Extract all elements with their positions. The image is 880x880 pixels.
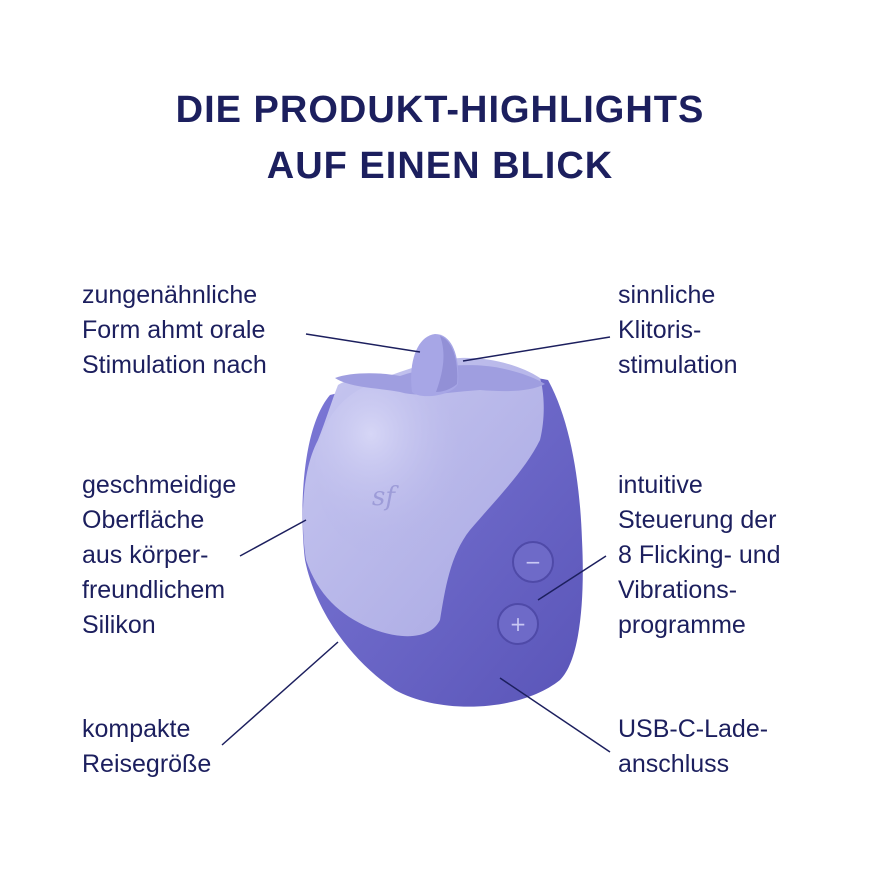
callout-line: Steuerung der bbox=[618, 506, 777, 534]
callout-tongue-shape: zungenähnliche Form ahmt orale Stimulati… bbox=[82, 278, 267, 383]
leader-line-surface bbox=[239, 519, 307, 557]
callout-surface: geschmeidige Oberfläche aus körper- freu… bbox=[82, 468, 236, 643]
minus-button[interactable]: − bbox=[512, 541, 554, 583]
callout-travel-size: kompakte Reisegröße bbox=[82, 712, 211, 782]
callout-line: stimulation bbox=[618, 351, 738, 379]
callout-line: Vibrations- bbox=[618, 576, 738, 604]
callout-line: Stimulation nach bbox=[82, 351, 267, 379]
plus-button[interactable]: + bbox=[497, 603, 539, 645]
callout-clitoral-stimulation: sinnliche Klitoris- stimulation bbox=[618, 278, 738, 383]
title-line-2: AUF EINEN BLICK bbox=[266, 145, 614, 187]
leader-line-tongue bbox=[305, 333, 421, 353]
callout-line: programme bbox=[618, 611, 746, 639]
callout-line: Form ahmt orale bbox=[82, 316, 266, 344]
leader-line-charging bbox=[499, 677, 611, 753]
callout-usb-charging: USB-C-Lade- anschluss bbox=[618, 712, 768, 782]
callout-line: kompakte bbox=[82, 715, 191, 743]
callout-line: Klitoris- bbox=[618, 316, 702, 344]
tongue-shade bbox=[436, 336, 458, 392]
leader-line-size bbox=[221, 641, 339, 746]
callout-line: zungenähnliche bbox=[82, 281, 258, 309]
callout-line: Silikon bbox=[82, 611, 156, 639]
callout-line: anschluss bbox=[618, 750, 730, 778]
callout-line: sinnliche bbox=[618, 281, 716, 309]
callout-line: 8 Flicking- und bbox=[618, 541, 781, 569]
leader-line-controls bbox=[537, 555, 607, 601]
leader-line-clitoral bbox=[462, 336, 611, 362]
callout-line: geschmeidige bbox=[82, 471, 237, 499]
callout-line: USB-C-Lade- bbox=[618, 715, 769, 743]
plus-symbol: + bbox=[510, 612, 527, 636]
title-line-1: DIE PRODUKT-HIGHLIGHTS bbox=[175, 89, 705, 131]
callout-line: freundlichem bbox=[82, 576, 226, 604]
callout-controls: intuitive Steuerung der 8 Flicking- und … bbox=[618, 468, 781, 643]
callout-line: Reisegröße bbox=[82, 750, 212, 778]
callout-line: aus körper- bbox=[82, 541, 209, 569]
callout-line: intuitive bbox=[618, 471, 703, 499]
minus-symbol: − bbox=[525, 550, 542, 574]
callout-line: Oberfläche bbox=[82, 506, 205, 534]
page-title: DIE PRODUKT-HIGHLIGHTS AUF EINEN BLICK bbox=[0, 82, 880, 194]
brand-logo: sf bbox=[372, 482, 399, 512]
device-highlight bbox=[315, 380, 475, 560]
